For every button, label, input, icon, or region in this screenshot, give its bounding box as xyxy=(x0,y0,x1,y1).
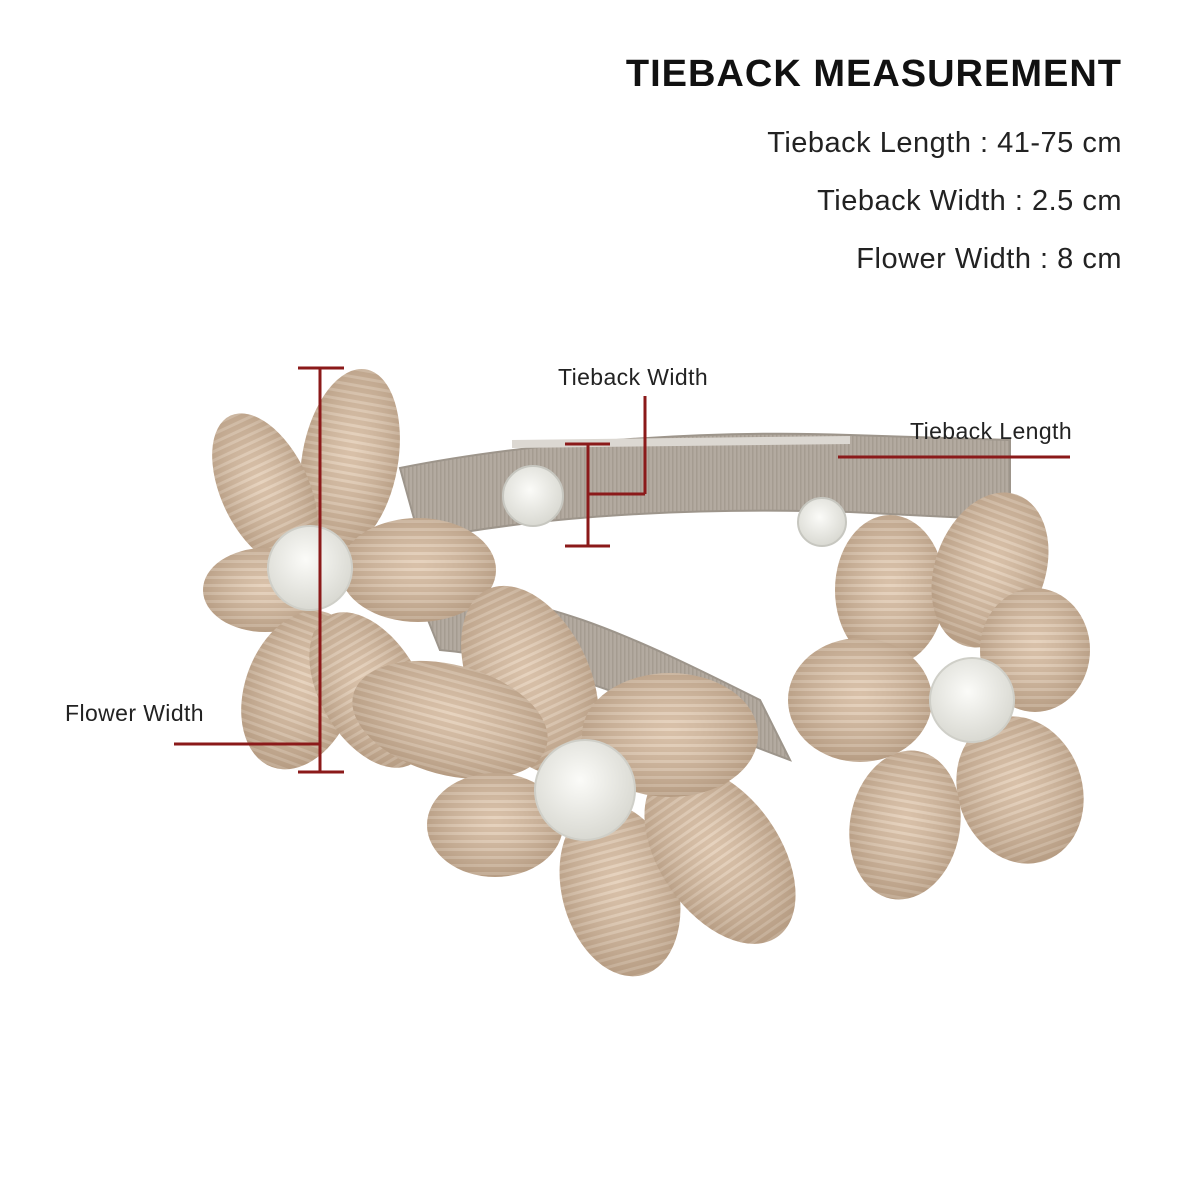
flower-right xyxy=(788,492,1090,900)
spec-tieback-width: Tieback Width : 2.5 cm xyxy=(817,185,1122,217)
tieback-width-callout: Tieback Width xyxy=(558,364,709,390)
tieback-width-measure-line xyxy=(565,396,647,548)
measurement-spec-block: TIEBACK MEASUREMENT Tieback Length : 41-… xyxy=(626,52,1122,288)
spec-title: TIEBACK MEASUREMENT xyxy=(625,53,1122,95)
flower-left xyxy=(203,369,496,770)
flower-width-callout: Flower Width xyxy=(65,700,204,726)
flower-width-measure-line xyxy=(174,366,344,774)
snap-button-left xyxy=(502,465,564,527)
spec-tieback-length: Tieback Length : 41-75 cm xyxy=(767,127,1122,159)
flower-middle xyxy=(352,585,796,977)
snap-button-right xyxy=(797,497,847,547)
tieback-length-callout: Tieback Length xyxy=(910,418,1073,444)
spec-flower-width: Flower Width : 8 cm xyxy=(856,243,1122,275)
